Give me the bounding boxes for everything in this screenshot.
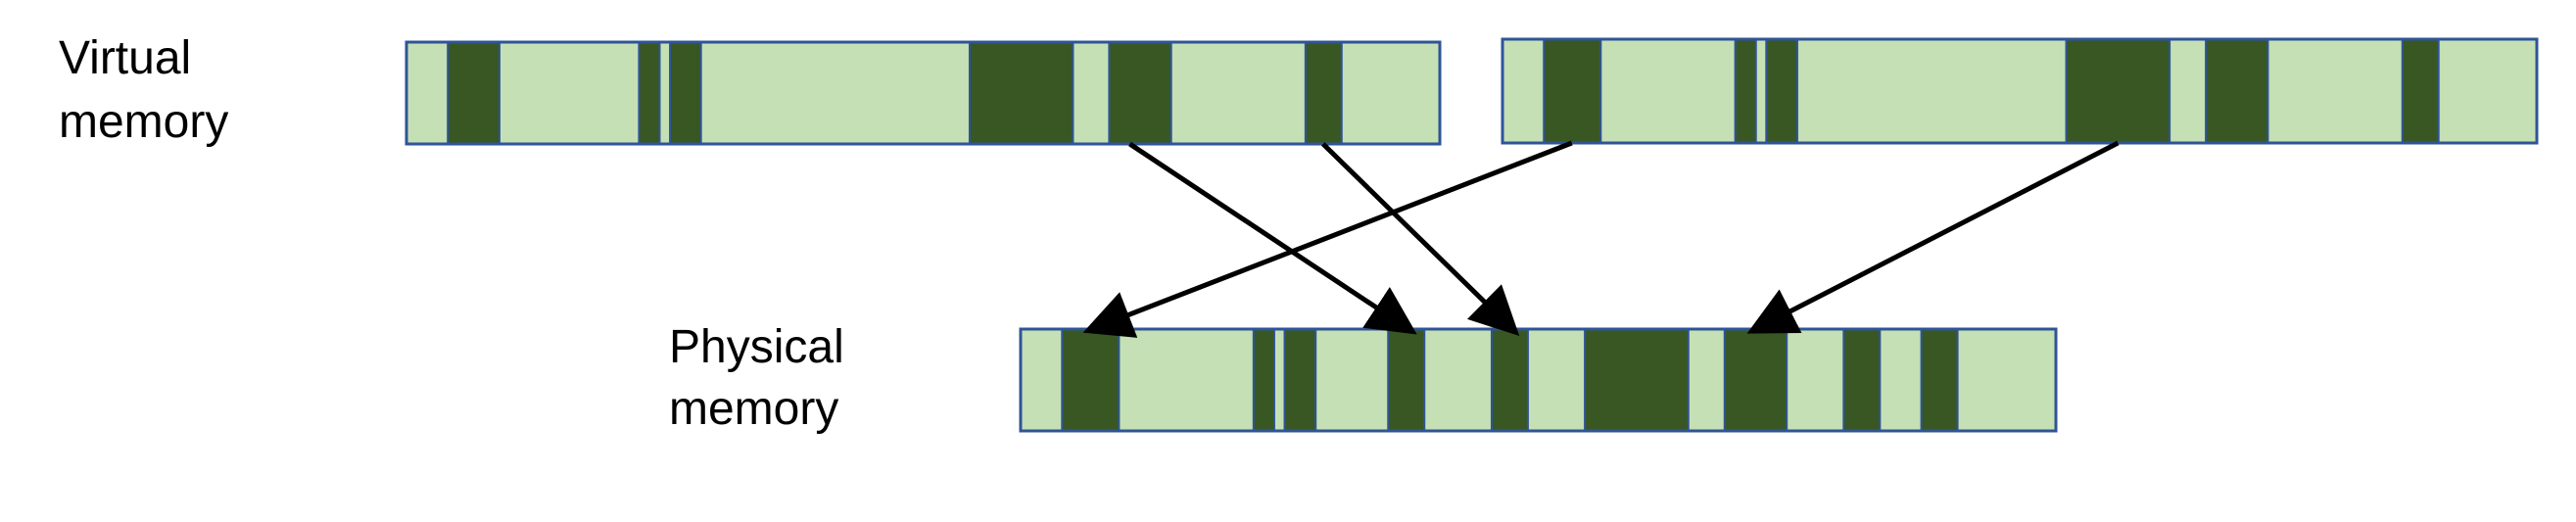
virtual-b-used-block-1 (1543, 38, 1602, 144)
physical-used-block-8 (1842, 328, 1882, 432)
virtual-b-used-block-6 (2401, 38, 2440, 144)
virtual-a-used-block-4 (968, 41, 1074, 145)
physical-used-block-7 (1723, 328, 1789, 432)
physical-memory-label-line1: Physical (669, 321, 844, 373)
labels-group: Virtual memory Physical memory (59, 32, 844, 435)
mapping-arrow-3 (1082, 140, 1573, 338)
virtual-b-bar-background (1503, 39, 2537, 143)
virtual-b-bar-border (1501, 37, 2539, 145)
physical-used-block-1 (1061, 328, 1121, 432)
virtual-a-memory-bar (405, 40, 1442, 146)
virtual-a-used-block-2 (638, 41, 661, 145)
mapping-arrow-1 (1128, 141, 1417, 335)
physical-memory-bar (1019, 327, 2058, 433)
memory-bars (405, 37, 2539, 433)
physical-memory-label-line2: memory (669, 383, 838, 435)
virtual-b-used-block-4 (2065, 38, 2171, 144)
virtual-b-used-block-3 (1765, 38, 1798, 144)
virtual-b-memory-bar (1501, 37, 2539, 145)
mapping-arrow-2 (1321, 142, 1520, 336)
physical-used-block-3 (1283, 328, 1317, 432)
virtual-a-used-block-5 (1108, 41, 1172, 145)
physical-used-block-4 (1387, 328, 1426, 432)
mapping-arrow-4 (1746, 140, 2120, 334)
physical-used-block-2 (1252, 328, 1275, 432)
virtual-a-used-block-6 (1304, 41, 1343, 145)
mapping-arrows (1082, 140, 2120, 338)
virtual-a-used-block-3 (669, 41, 702, 145)
virtual-b-used-block-5 (2205, 38, 2269, 144)
virtual-memory-label-line1: Virtual (59, 32, 191, 84)
physical-bar-border (1019, 327, 2058, 433)
virtual-a-bar-background (406, 42, 1440, 144)
virtual-a-bar-border (405, 40, 1442, 146)
virtual-b-used-block-2 (1734, 38, 1757, 144)
physical-bar-background (1021, 329, 2056, 431)
virtual-memory-label-line2: memory (59, 96, 228, 148)
physical-used-block-6 (1584, 328, 1690, 432)
physical-used-block-9 (1920, 328, 1959, 432)
virtual-a-used-block-1 (447, 41, 501, 145)
physical-used-block-5 (1490, 328, 1529, 432)
